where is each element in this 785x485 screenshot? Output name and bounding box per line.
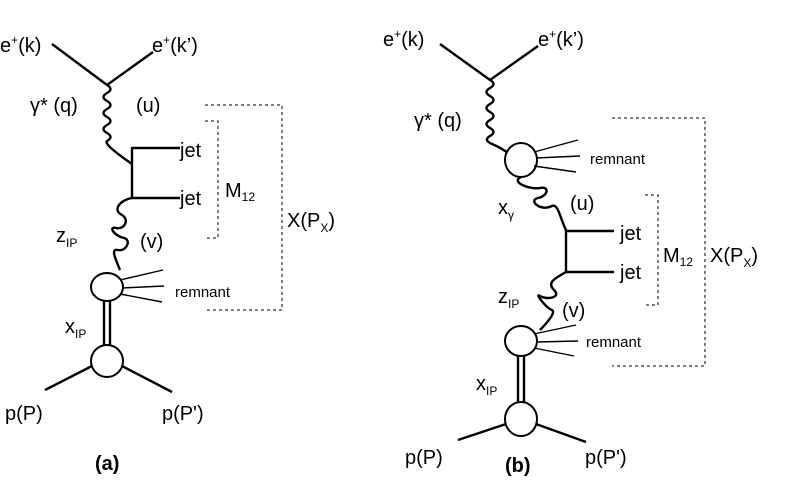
proton-in-label-b: p(P) — [405, 447, 443, 469]
electron-out-label-a: e+(k’) — [152, 33, 198, 57]
x-pom-label-b: xIP — [476, 373, 497, 398]
gluon-label-a: (v) — [140, 231, 163, 253]
electron-out-line-a — [106, 51, 154, 86]
photon-line-b — [485, 78, 513, 157]
diagram-a: e+(k) e+(k’) γ* (q) (u) jet jet M12 X(PX… — [0, 33, 335, 475]
diagram-b: e+(k) e+(k’) γ* (q) remnant xγ (u) jet j… — [383, 27, 758, 477]
m12-bracket-b — [645, 194, 659, 306]
proton-out-line-a — [121, 364, 173, 394]
photon-remnant-line-3-b — [533, 165, 577, 173]
mass-label-a: M12 — [225, 180, 255, 204]
photon-label-b: γ* (q) — [414, 110, 462, 132]
pomeron-blob-b — [504, 325, 538, 357]
remnant-line-2-b — [535, 340, 579, 343]
photon-remnant-label-b: remnant — [590, 151, 646, 168]
proton-out-label-b: p(P') — [585, 447, 627, 469]
x-pom-label-a: xIP — [65, 316, 86, 341]
jet2-label-b: jet — [619, 262, 642, 284]
proton-in-line-b — [457, 422, 507, 442]
gluon-line-a — [111, 196, 133, 271]
remnant-label-a: remnant — [175, 284, 231, 301]
proton-blob-a — [90, 344, 124, 378]
system-label-a: X(PX) — [287, 210, 335, 235]
photon-label-a: γ* (q) — [30, 95, 78, 117]
electron-out-line-b — [489, 45, 539, 81]
x-bracket-a — [205, 104, 283, 311]
remnant-line-2-a — [121, 285, 165, 289]
photon-remnant-line-2-b — [535, 155, 581, 159]
electron-in-label-a: e+(k) — [0, 33, 41, 57]
remnant-line-1-a — [119, 269, 164, 281]
jet1-label-a: jet — [179, 140, 202, 162]
caption-b: (b) — [505, 455, 531, 477]
remnant-line-3-b — [533, 347, 575, 357]
z-pom-label-a: zIP — [56, 225, 77, 250]
gluon-label-b: (v) — [562, 300, 585, 322]
photon-remnant-line-1-b — [533, 139, 579, 153]
proton-out-label-a: p(P') — [162, 403, 204, 425]
photon-gluon-line-b — [516, 175, 568, 231]
photon-quark-label-b: (u) — [570, 193, 594, 215]
electron-in-line-a — [51, 43, 108, 86]
jet2-label-a: jet — [179, 188, 202, 210]
pomeron-blob-a — [90, 272, 124, 302]
x-bracket-b — [612, 117, 706, 367]
remnant-label-b: remnant — [586, 334, 642, 351]
photon-quark-label-a: (u) — [136, 95, 160, 117]
photon-line-a — [102, 83, 133, 165]
mass-label-b: M12 — [663, 245, 693, 269]
m12-bracket-a — [205, 120, 219, 239]
x-gamma-label-b: xγ — [498, 197, 514, 222]
system-label-b: X(PX) — [710, 245, 758, 270]
electron-in-label-b: e+(k) — [383, 27, 424, 51]
proton-in-label-a: p(P) — [5, 403, 43, 425]
jet1-label-b: jet — [619, 223, 642, 245]
z-pom-label-b: zIP — [498, 286, 519, 311]
caption-a: (a) — [95, 453, 119, 475]
proton-out-line-b — [535, 422, 587, 444]
electron-out-label-b: e+(k’) — [538, 27, 584, 51]
gluon-line-b — [537, 270, 567, 331]
electron-in-line-b — [439, 43, 491, 81]
proton-in-line-a — [44, 364, 93, 392]
remnant-line-1-b — [533, 324, 577, 335]
photon-blob-b — [504, 142, 538, 178]
remnant-line-3-a — [119, 293, 163, 303]
proton-blob-b — [504, 401, 538, 437]
